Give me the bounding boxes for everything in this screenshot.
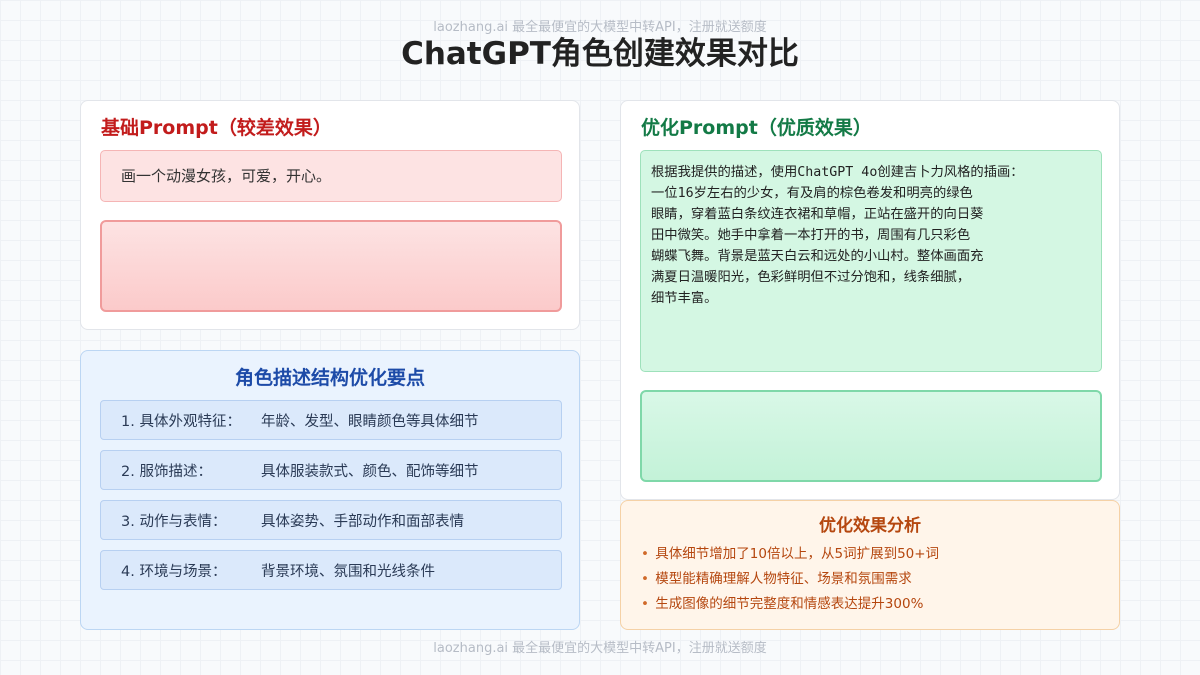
basic-prompt-title: 基础Prompt（较差效果）	[101, 117, 332, 139]
structure-item-desc: 年龄、发型、眼睛颜色等具体细节	[261, 413, 479, 430]
optimized-prompt-card: 优化Prompt（优质效果） 根据我提供的描述，使用ChatGPT 4o创建吉卜…	[620, 100, 1120, 500]
analysis-item: • 生成图像的细节完整度和情感表达提升300%	[641, 592, 939, 617]
structure-item-label: 3. 动作与表情：	[121, 513, 227, 530]
analysis-item-text: 生成图像的细节完整度和情感表达提升300%	[655, 596, 924, 612]
analysis-card: 优化效果分析 • 具体细节增加了10倍以上，从5词扩展到50+词 • 模型能精确…	[620, 500, 1120, 630]
structure-item-desc: 具体姿势、手部动作和面部表情	[261, 513, 464, 530]
structure-item: 4. 环境与场景： 背景环境、氛围和光线条件	[100, 550, 562, 590]
analysis-item-text: 具体细节增加了10倍以上，从5词扩展到50+词	[655, 546, 940, 562]
structure-card: 角色描述结构优化要点 1. 具体外观特征： 年龄、发型、眼睛颜色等具体细节 2.…	[80, 350, 580, 630]
structure-item-desc: 具体服装款式、颜色、配饰等细节	[261, 463, 479, 480]
analysis-title: 优化效果分析	[819, 516, 921, 536]
watermark-top: laozhang.ai 最全最便宜的大模型中转API，注册就送额度	[433, 20, 767, 35]
structure-list: 1. 具体外观特征： 年龄、发型、眼睛颜色等具体细节 2. 服饰描述： 具体服装…	[100, 400, 562, 600]
basic-result-placeholder	[100, 220, 562, 312]
structure-item-label: 4. 环境与场景：	[121, 563, 227, 580]
watermark-bottom: laozhang.ai 最全最便宜的大模型中转API，注册就送额度	[433, 641, 767, 656]
bullet-icon: •	[641, 546, 649, 562]
structure-item-label: 1. 具体外观特征：	[121, 413, 241, 430]
analysis-item-text: 模型能精确理解人物特征、场景和氛围需求	[655, 571, 912, 587]
analysis-list: • 具体细节增加了10倍以上，从5词扩展到50+词 • 模型能精确理解人物特征、…	[641, 542, 939, 617]
structure-item: 1. 具体外观特征： 年龄、发型、眼睛颜色等具体细节	[100, 400, 562, 440]
structure-title: 角色描述结构优化要点	[234, 367, 425, 389]
structure-item: 3. 动作与表情： 具体姿势、手部动作和面部表情	[100, 500, 562, 540]
bullet-icon: •	[641, 596, 649, 612]
bullet-icon: •	[641, 571, 649, 587]
structure-item: 2. 服饰描述： 具体服装款式、颜色、配饰等细节	[100, 450, 562, 490]
analysis-item: • 模型能精确理解人物特征、场景和氛围需求	[641, 567, 939, 592]
basic-prompt-card: 基础Prompt（较差效果） 画一个动漫女孩，可爱，开心。	[80, 100, 580, 330]
basic-prompt-text: 画一个动漫女孩，可爱，开心。	[100, 150, 562, 202]
optimized-prompt-title: 优化Prompt（优质效果）	[641, 117, 872, 139]
structure-item-label: 2. 服饰描述：	[121, 463, 212, 480]
structure-item-desc: 背景环境、氛围和光线条件	[261, 563, 435, 580]
optimized-result-placeholder	[640, 390, 1102, 482]
page-title: ChatGPT角色创建效果对比	[401, 36, 799, 72]
analysis-item: • 具体细节增加了10倍以上，从5词扩展到50+词	[641, 542, 939, 567]
optimized-prompt-text: 根据我提供的描述，使用ChatGPT 4o创建吉卜力风格的插画： 一位16岁左右…	[640, 150, 1102, 372]
